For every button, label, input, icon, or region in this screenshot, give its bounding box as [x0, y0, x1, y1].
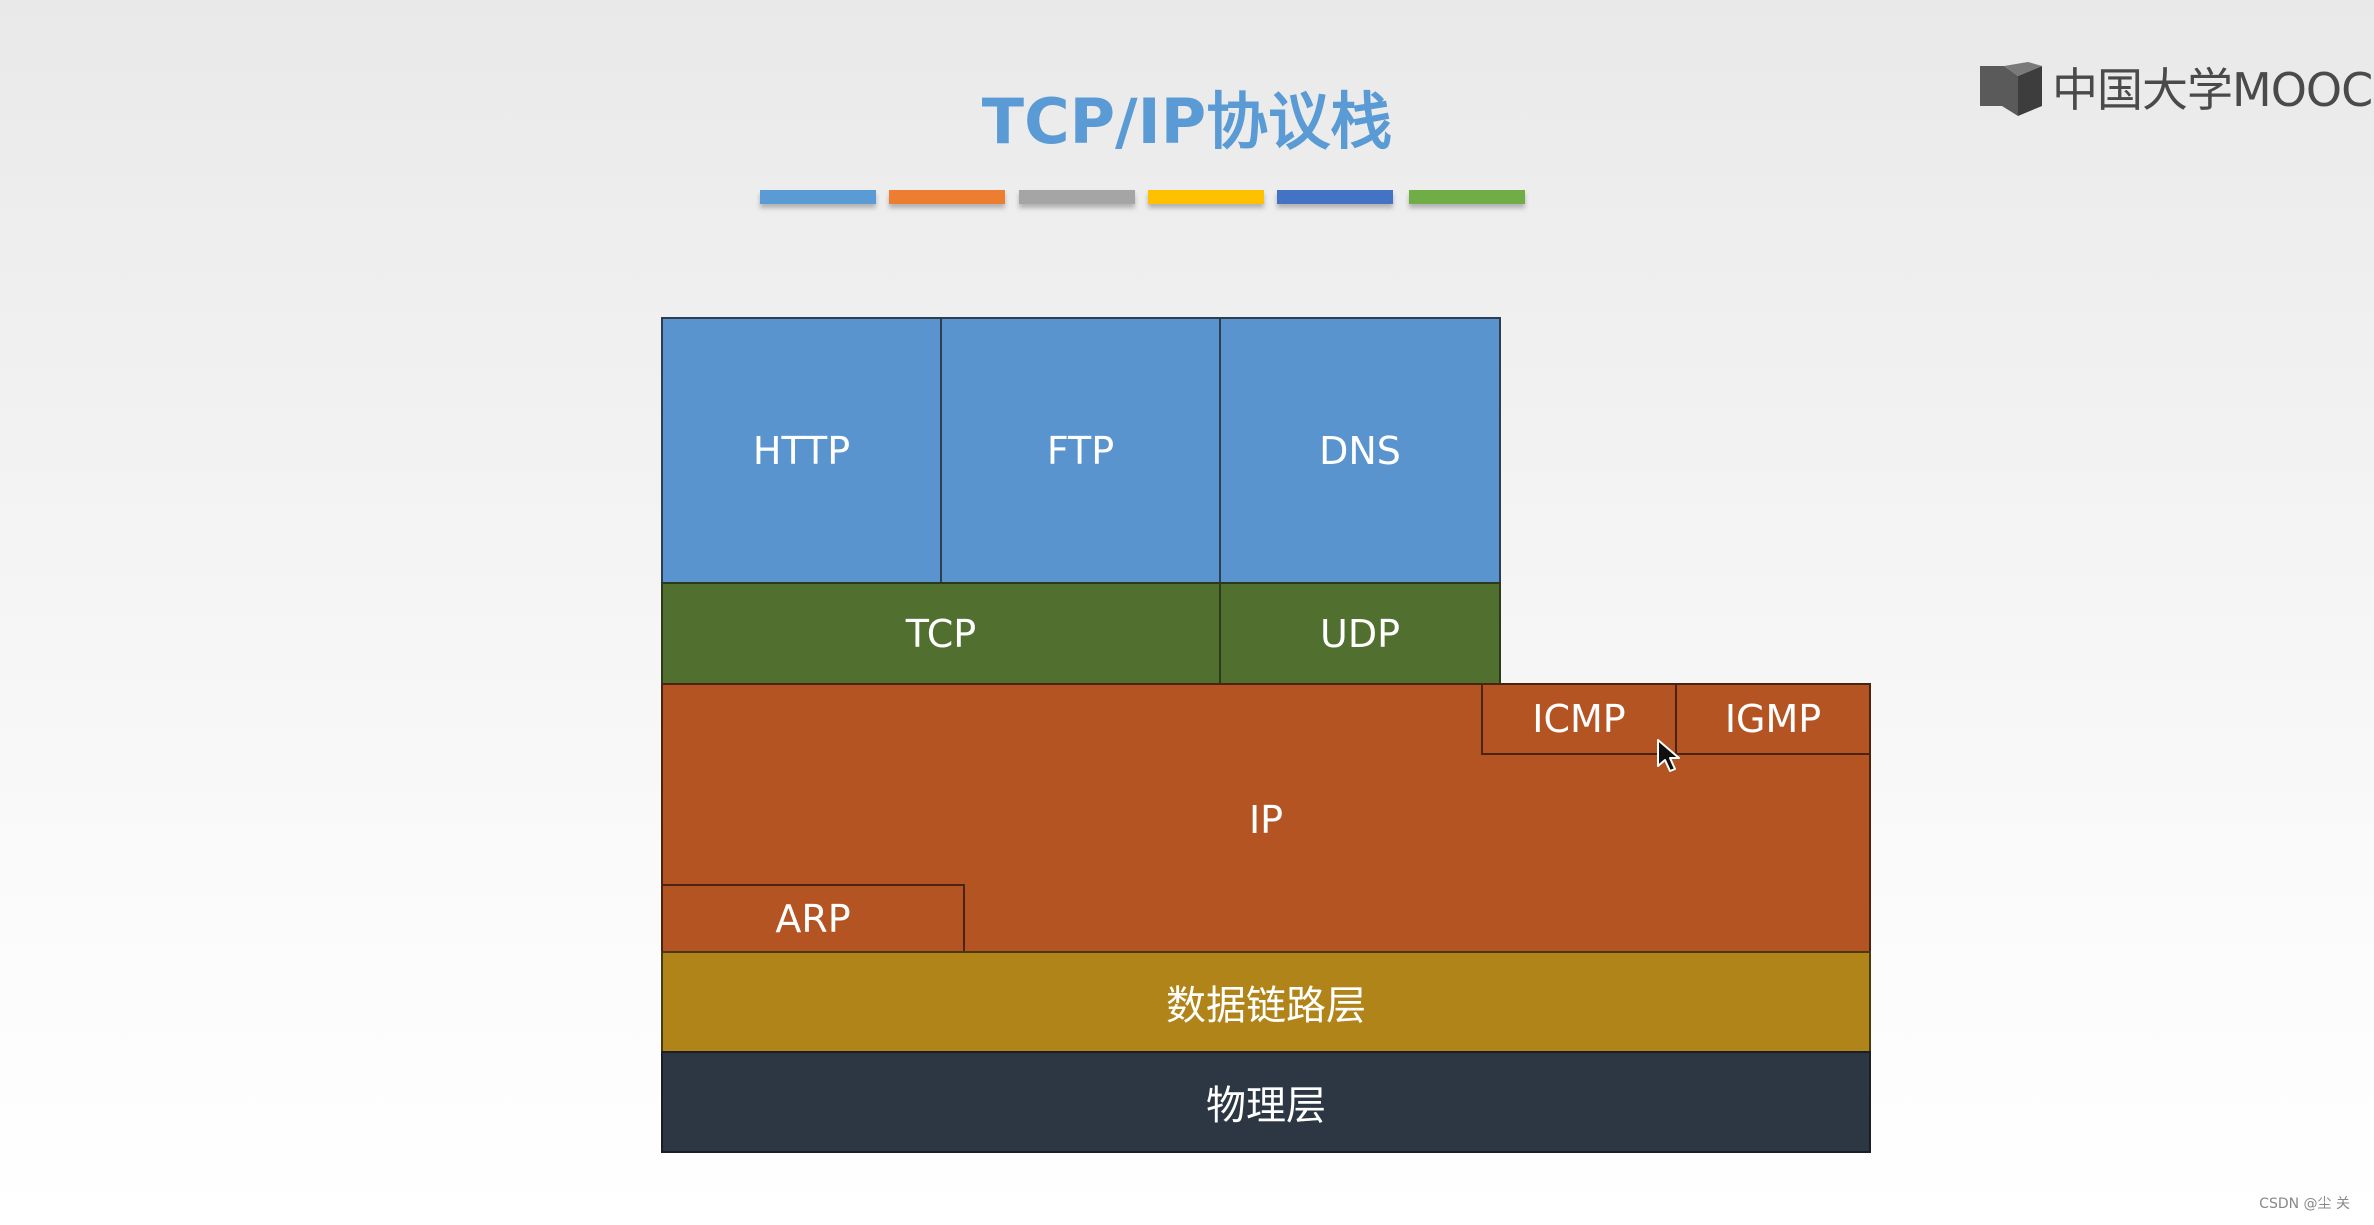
- watermark: CSDN @尘 关: [2259, 1196, 2350, 1212]
- udp-label: UDP: [1320, 611, 1400, 656]
- logo-text: 中国大学MOOC: [2052, 63, 2373, 117]
- color-bar-4: [1148, 190, 1264, 204]
- arp-box: ARP: [661, 884, 965, 953]
- igmp-box: IGMP: [1675, 683, 1871, 755]
- data-link-layer-label: 数据链路层: [1166, 983, 1366, 1029]
- mooc-book-icon: [1980, 62, 2042, 116]
- tcp-box: TCP: [661, 582, 1221, 685]
- arp-label: ARP: [775, 896, 851, 941]
- data-link-layer-box: 数据链路层: [661, 951, 1871, 1053]
- ip-label: IP: [1248, 798, 1284, 842]
- dns-label: DNS: [1319, 428, 1401, 473]
- ftp-box: FTP: [940, 317, 1221, 584]
- color-bar-6: [1409, 190, 1525, 204]
- igmp-label: IGMP: [1724, 697, 1822, 741]
- mooc-logo: 中国大学MOOC: [1978, 60, 2373, 120]
- udp-box: UDP: [1219, 582, 1501, 685]
- color-bar-5: [1277, 190, 1393, 204]
- http-box: HTTP: [661, 317, 942, 584]
- http-label: HTTP: [752, 428, 851, 473]
- tcp-label: TCP: [905, 611, 977, 656]
- dns-box: DNS: [1219, 317, 1501, 584]
- color-bar-2: [889, 190, 1005, 204]
- page-title: TCP/IP协议栈: [981, 85, 1393, 158]
- icmp-label: ICMP: [1532, 697, 1626, 741]
- physical-layer-label: 物理层: [1206, 1083, 1326, 1129]
- icmp-box: ICMP: [1481, 683, 1677, 755]
- mouse-pointer-icon: [1657, 739, 1680, 772]
- color-bar-3: [1019, 190, 1135, 204]
- color-bar-1: [760, 190, 876, 204]
- title-underline-bars: [0, 190, 2374, 204]
- physical-layer-box: 物理层: [661, 1051, 1871, 1153]
- ftp-label: FTP: [1046, 428, 1115, 473]
